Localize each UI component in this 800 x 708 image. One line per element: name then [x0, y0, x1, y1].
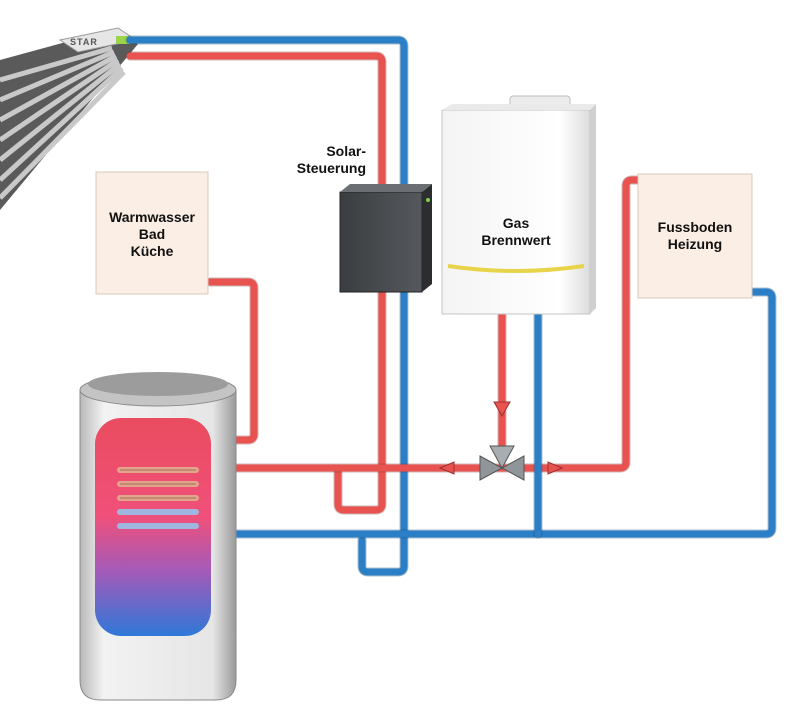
storage-tank-icon	[79, 372, 237, 701]
fussboden-label-1: Fussboden	[658, 219, 733, 235]
boiler-icon: Gas Brennwert	[441, 95, 596, 315]
solar-collector-icon: STAR	[0, 27, 138, 210]
flow-arrows	[438, 401, 564, 475]
solar-steuerung-label-2: Steuerung	[297, 160, 366, 176]
warmwasser-label-1: Warmwasser	[109, 209, 195, 225]
gas-brennwert-label-1: Gas	[503, 215, 530, 231]
pipe-network	[115, 35, 777, 623]
collector-brand-label: STAR	[70, 37, 98, 47]
solar-steuerung-label-1: Solar-	[326, 143, 366, 159]
fussboden-box: Fussboden Heizung	[637, 173, 753, 299]
warmwasser-label-2: Bad	[139, 226, 165, 242]
controller-icon: Solar- Steuerung	[297, 143, 432, 293]
gas-brennwert-label-2: Brennwert	[481, 232, 551, 248]
fussboden-label-2: Heizung	[668, 236, 722, 252]
warmwasser-label-3: Küche	[131, 243, 174, 259]
three-way-valve-icon	[479, 445, 525, 481]
warmwasser-box: Warmwasser Bad Küche	[95, 171, 209, 295]
